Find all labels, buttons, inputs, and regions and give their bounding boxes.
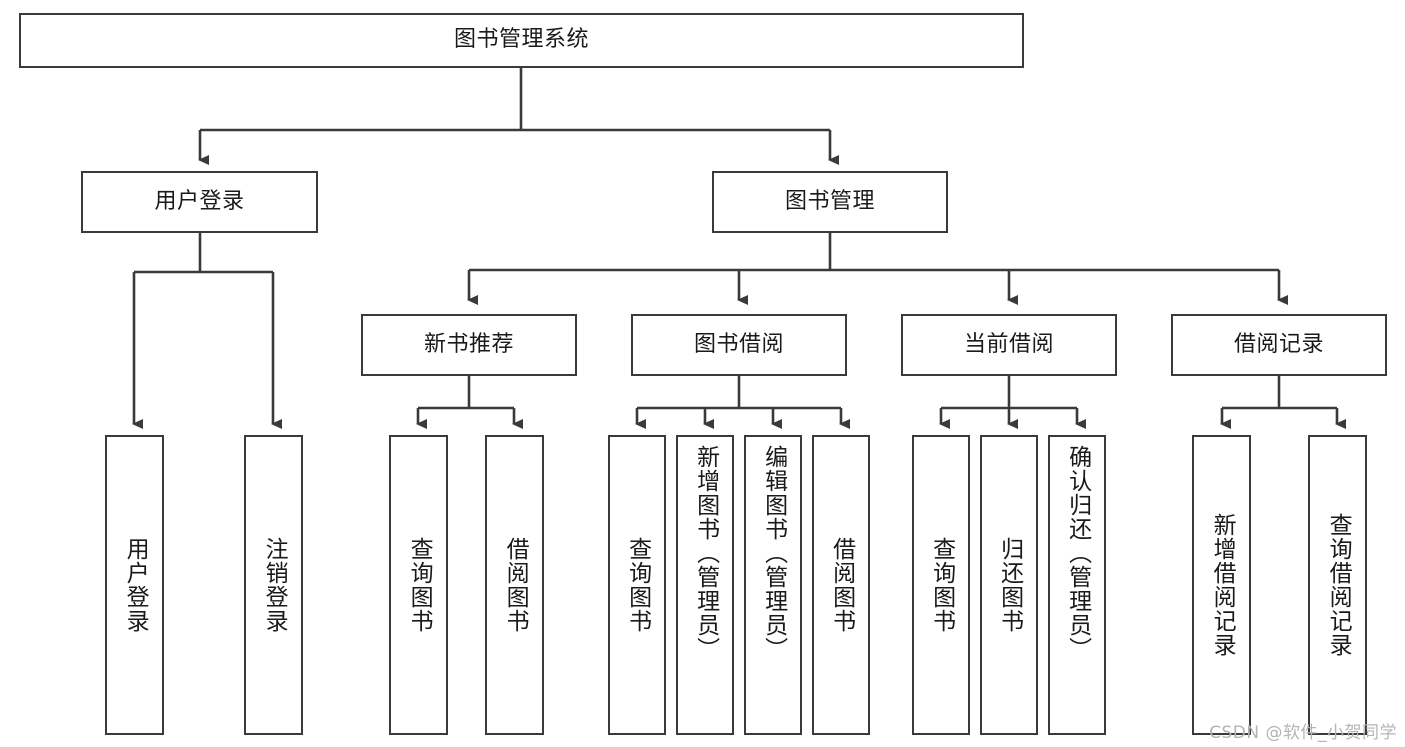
csdn-watermark: CSDN @软件_小贺同学	[1209, 723, 1397, 743]
node-leaf-logout[interactable]: 注销登录	[244, 435, 303, 735]
node-leaf-query-book-3-label: 查询图书	[928, 537, 955, 633]
node-leaf-edit-book[interactable]: 编辑图书（管理员）	[744, 435, 802, 735]
node-new-book-recommend[interactable]: 新书推荐	[361, 314, 577, 376]
node-borrow-record[interactable]: 借阅记录	[1171, 314, 1387, 376]
node-user-login[interactable]: 用户登录	[81, 171, 318, 233]
node-leaf-add-record-label: 新增借阅记录	[1209, 513, 1236, 657]
node-leaf-confirm-return-label: 确认归还（管理员）	[1064, 445, 1091, 661]
node-leaf-query-record-label: 查询借阅记录	[1325, 513, 1352, 657]
node-user-login-label: 用户登录	[154, 188, 245, 214]
node-leaf-borrow-book-2-label: 借阅图书	[828, 537, 855, 633]
node-leaf-return-book-label: 归还图书	[996, 537, 1023, 633]
node-leaf-query-book-2[interactable]: 查询图书	[608, 435, 666, 735]
node-current-borrow[interactable]: 当前借阅	[901, 314, 1117, 376]
node-leaf-query-book-3[interactable]: 查询图书	[912, 435, 970, 735]
node-new-book-recommend-label: 新书推荐	[423, 331, 514, 357]
node-leaf-user-login-label: 用户登录	[122, 537, 149, 633]
node-leaf-add-book[interactable]: 新增图书（管理员）	[676, 435, 734, 735]
node-leaf-user-login[interactable]: 用户登录	[105, 435, 164, 735]
node-leaf-return-book[interactable]: 归还图书	[980, 435, 1038, 735]
node-book-manage[interactable]: 图书管理	[712, 171, 948, 233]
node-leaf-query-book-2-label: 查询图书	[624, 537, 651, 633]
node-root-label: 图书管理系统	[453, 27, 589, 53]
node-leaf-query-book-1[interactable]: 查询图书	[389, 435, 448, 735]
node-leaf-query-book-1-label: 查询图书	[406, 537, 433, 633]
node-leaf-add-record[interactable]: 新增借阅记录	[1192, 435, 1251, 735]
node-leaf-borrow-book-1[interactable]: 借阅图书	[485, 435, 544, 735]
node-book-borrow-label: 图书借阅	[693, 331, 784, 357]
node-current-borrow-label: 当前借阅	[963, 331, 1054, 357]
node-root[interactable]: 图书管理系统	[19, 13, 1024, 68]
node-leaf-edit-book-label: 编辑图书（管理员）	[760, 445, 787, 661]
node-leaf-logout-label: 注销登录	[261, 537, 288, 633]
node-leaf-confirm-return[interactable]: 确认归还（管理员）	[1048, 435, 1106, 735]
node-leaf-add-book-label: 新增图书（管理员）	[692, 445, 719, 661]
node-leaf-borrow-book-2[interactable]: 借阅图书	[812, 435, 870, 735]
node-leaf-query-record[interactable]: 查询借阅记录	[1308, 435, 1367, 735]
node-book-borrow[interactable]: 图书借阅	[631, 314, 847, 376]
node-borrow-record-label: 借阅记录	[1233, 331, 1324, 357]
node-book-manage-label: 图书管理	[784, 188, 875, 214]
node-leaf-borrow-book-1-label: 借阅图书	[502, 537, 529, 633]
